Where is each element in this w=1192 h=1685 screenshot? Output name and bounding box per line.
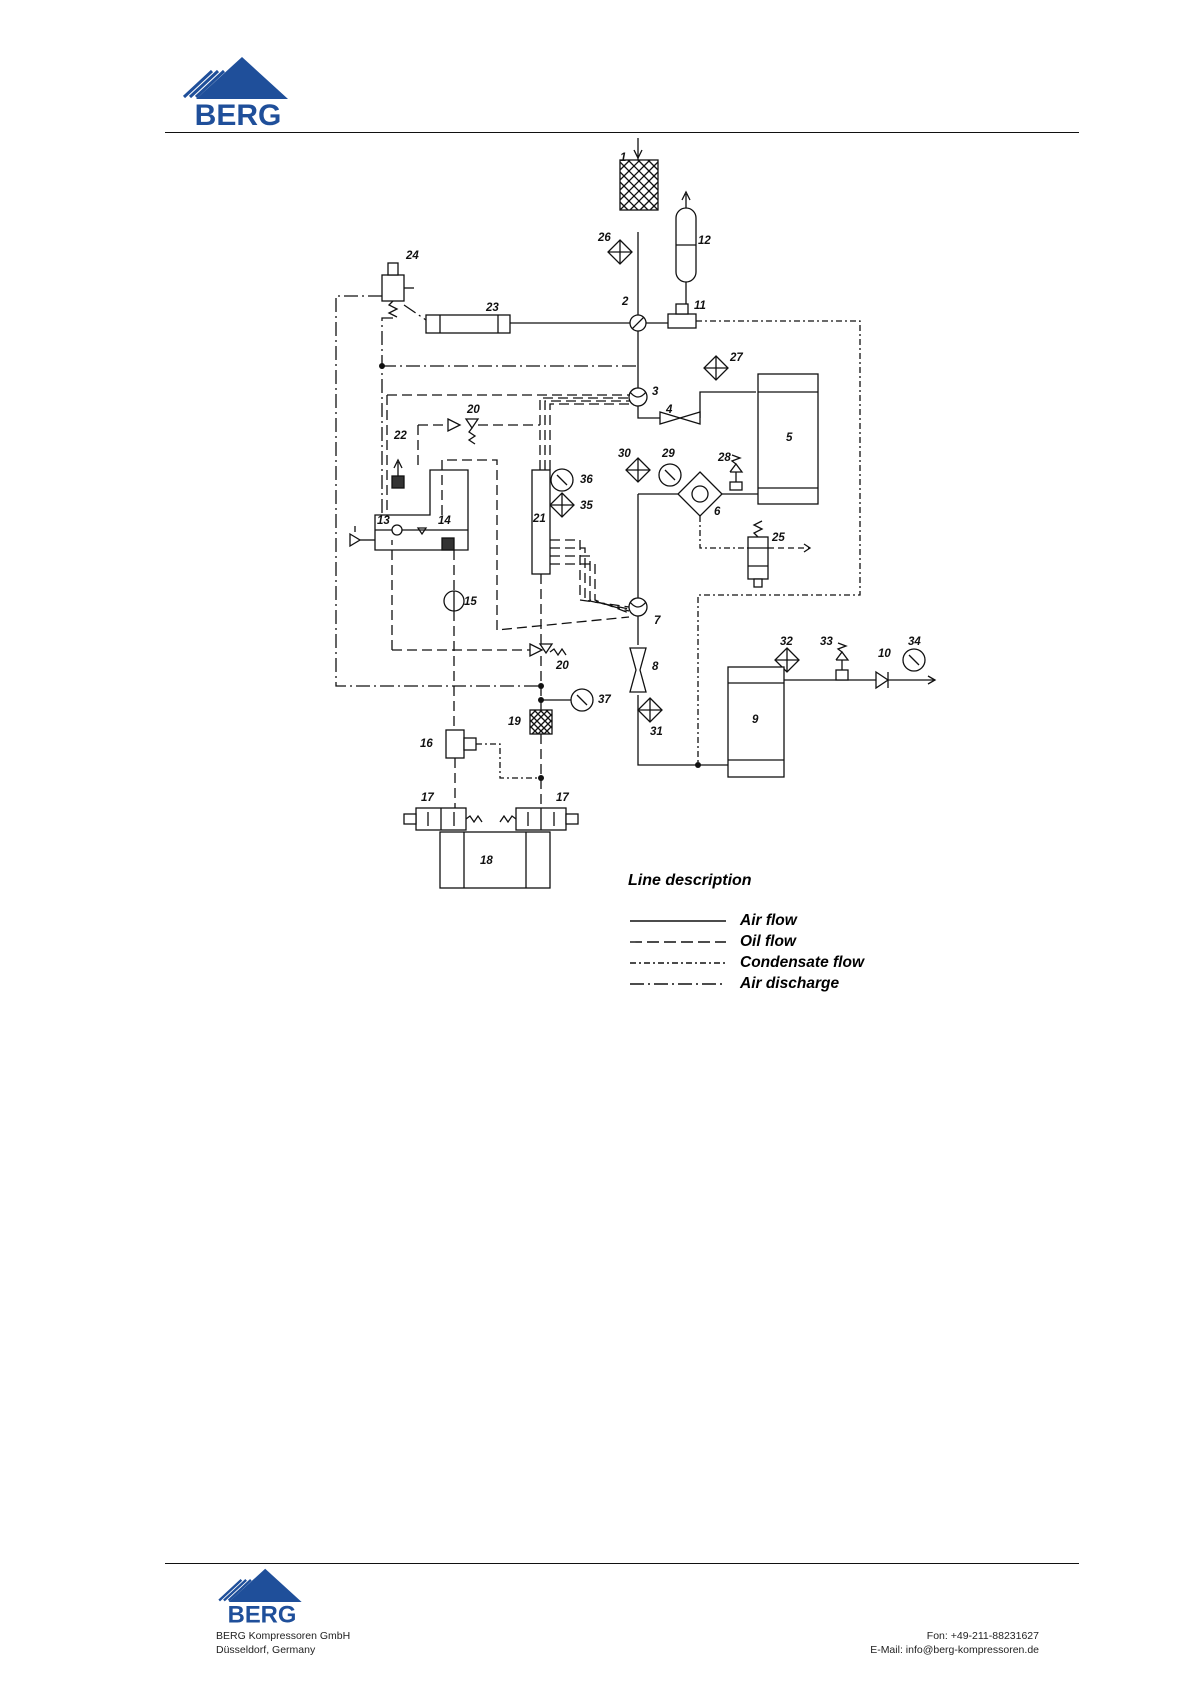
pump-15 xyxy=(444,591,464,611)
label-31: 31 xyxy=(650,726,663,738)
label-36: 36 xyxy=(580,474,593,486)
footer-email[interactable]: E-Mail: info@berg-kompressoren.de xyxy=(870,1643,1039,1657)
label-2: 2 xyxy=(622,296,628,308)
label-20a: 20 xyxy=(467,404,480,416)
label-19: 19 xyxy=(508,716,521,728)
footer-company-block: BERG Kompressoren GmbH Düsseldorf, Germa… xyxy=(216,1629,350,1657)
label-37: 37 xyxy=(598,694,611,706)
label-16: 16 xyxy=(420,738,433,750)
label-14: 14 xyxy=(438,515,451,527)
label-1: 1 xyxy=(620,152,626,164)
berg-logo-footer: BERG xyxy=(216,1567,308,1626)
label-34: 34 xyxy=(908,636,921,648)
valve-11 xyxy=(668,282,696,328)
label-9: 9 xyxy=(752,714,758,726)
label-29: 29 xyxy=(662,448,675,460)
label-13: 13 xyxy=(377,515,390,527)
label-10: 10 xyxy=(878,648,891,660)
cylinder-23 xyxy=(426,315,510,333)
label-21: 21 xyxy=(533,513,546,525)
label-24: 24 xyxy=(406,250,419,262)
drain-valve xyxy=(350,526,375,546)
tank-18 xyxy=(440,832,550,888)
label-20b: 20 xyxy=(556,660,569,672)
legend-label: Air discharge xyxy=(740,975,839,993)
label-17b: 17 xyxy=(556,792,569,804)
label-4: 4 xyxy=(666,404,672,416)
label-33: 33 xyxy=(820,636,833,648)
label-22: 22 xyxy=(394,430,407,442)
label-35: 35 xyxy=(580,500,593,512)
label-15: 15 xyxy=(464,596,477,608)
label-23: 23 xyxy=(486,302,499,314)
label-18: 18 xyxy=(480,855,493,867)
label-7: 7 xyxy=(654,615,660,627)
label-5: 5 xyxy=(786,432,792,444)
label-12: 12 xyxy=(698,235,711,247)
footer-city: Düsseldorf, Germany xyxy=(216,1643,350,1657)
label-11: 11 xyxy=(694,300,706,312)
label-17a: 17 xyxy=(421,792,434,804)
label-6: 6 xyxy=(714,506,720,518)
label-30: 30 xyxy=(618,448,631,460)
legend-title: Line description xyxy=(628,872,752,890)
footer-phone: Fon: +49-211-88231627 xyxy=(870,1629,1039,1643)
legend-row-air-discharge: Air discharge xyxy=(628,974,898,995)
label-28: 28 xyxy=(718,452,731,464)
legend-label: Oil flow xyxy=(740,933,796,951)
footer-rule xyxy=(165,1563,1079,1564)
valves-17 xyxy=(404,808,578,830)
footer-contact-block: Fon: +49-211-88231627 E-Mail: info@berg-… xyxy=(870,1629,1039,1657)
label-3: 3 xyxy=(652,386,658,398)
legend-row-air-flow: Air flow xyxy=(628,911,898,932)
check-valve-10 xyxy=(876,672,888,688)
legend-row-oil-flow: Oil flow xyxy=(628,932,898,953)
label-8: 8 xyxy=(652,661,658,673)
logo-text: BERG xyxy=(228,1602,297,1626)
legend-row-condensate-flow: Condensate flow xyxy=(628,953,898,974)
label-26: 26 xyxy=(598,232,611,244)
drain-valve-25 xyxy=(748,521,810,587)
label-27: 27 xyxy=(730,352,743,364)
valve-16 xyxy=(446,730,476,758)
filter-19 xyxy=(530,710,552,734)
label-32: 32 xyxy=(780,636,793,648)
footer-company: BERG Kompressoren GmbH xyxy=(216,1629,350,1643)
label-25: 25 xyxy=(772,532,785,544)
venturi-8 xyxy=(630,648,646,692)
legend-label: Air flow xyxy=(740,912,797,930)
silencer-12 xyxy=(676,192,696,282)
legend-label: Condensate flow xyxy=(740,954,864,972)
